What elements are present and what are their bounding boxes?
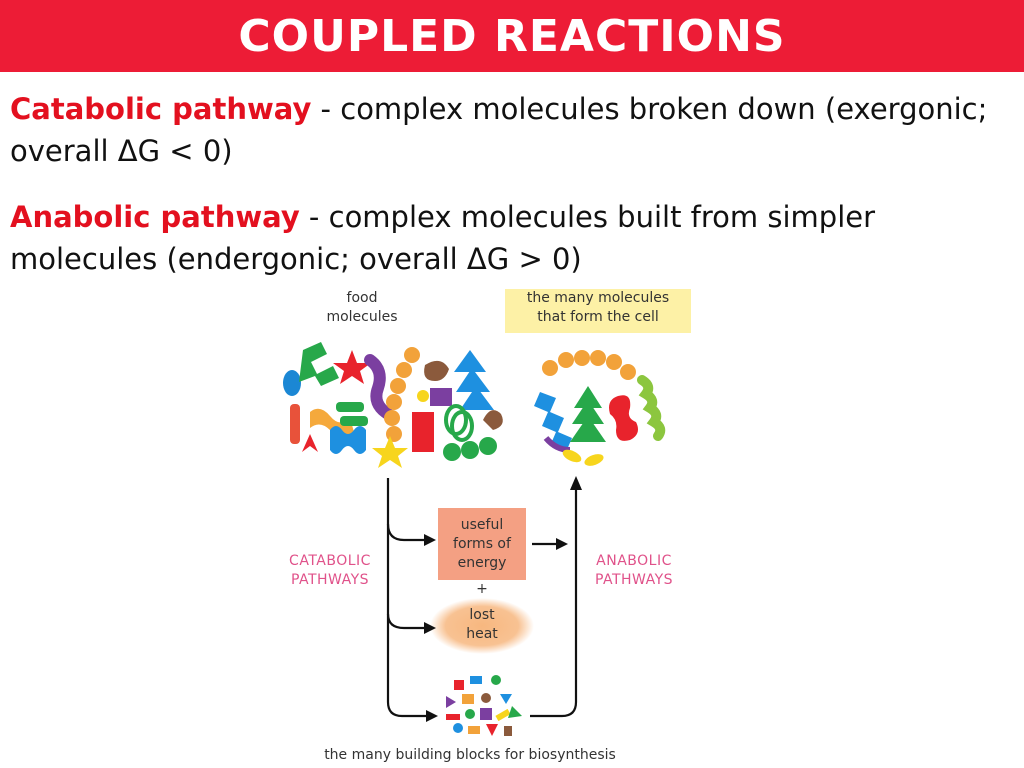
anabolic-term: Anabolic pathway [10, 200, 300, 234]
catabolic-line [386, 478, 430, 718]
food-molecules-cluster [283, 342, 503, 468]
anabolic-pathways-text: ANABOLIC PATHWAYS [594, 553, 674, 588]
catabolic-definition: Catabolic pathway - complex molecules br… [10, 88, 1010, 172]
molecule-purple-curve [364, 354, 394, 420]
cell-red-beads [609, 395, 638, 441]
molecule-red-star [333, 350, 371, 384]
building-blocks-cluster [446, 675, 522, 736]
molecule-green-coil [444, 404, 474, 442]
energy-box: useful forms of energy [438, 508, 526, 580]
molecule-purple-block [430, 388, 452, 406]
title-bar: COUPLED REACTIONS [0, 0, 1024, 72]
lost-heat-text: lost heat [466, 607, 498, 642]
cell-orange-arc [542, 350, 636, 380]
catabolic-description: - complex molecules broken down (exergon… [10, 92, 988, 168]
cell-blue-zigzag [534, 392, 572, 452]
molecule-brown-hook [483, 410, 503, 430]
molecule-red-H [412, 412, 434, 452]
heat-glow [430, 598, 534, 654]
molecule-blue-wave [330, 426, 366, 454]
anabolic-pathways-label: ANABOLIC PATHWAYS [578, 552, 690, 590]
catabolic-pathways-text: CATABOLIC PATHWAYS [289, 553, 371, 588]
cell-molecules-text: the many molecules that form the cell [526, 290, 670, 325]
food-molecules-label: food molecules [318, 289, 406, 327]
cell-green-spring [637, 375, 666, 441]
plus-sign: + [476, 581, 488, 597]
energy-text: useful forms of energy [453, 516, 511, 571]
molecule-green-chain [336, 402, 368, 426]
food-molecules-text: food molecules [326, 290, 398, 325]
molecule-blue-oval [283, 370, 301, 396]
cell-molecules-label: the many molecules that form the cell [505, 289, 691, 333]
arrowhead-energy [424, 534, 436, 546]
molecule-blue-tree [454, 350, 494, 410]
molecule-yellow-star [372, 436, 408, 468]
molecule-brown-blob [424, 360, 449, 381]
arrowheads [424, 476, 582, 722]
branch-energy [386, 523, 428, 542]
flow-arrows [386, 478, 578, 718]
molecule-red-bar [290, 404, 300, 444]
lost-heat-label: lost heat [442, 606, 522, 644]
anabolic-description: - complex molecules built from simpler m… [10, 200, 876, 276]
cell-molecules-cluster [534, 350, 666, 466]
arrowhead-mid [556, 538, 568, 550]
anabolic-definition: Anabolic pathway - complex molecules bui… [10, 196, 1010, 280]
catabolic-pathways-label: CATABOLIC PATHWAYS [270, 552, 390, 590]
catabolic-term: Catabolic pathway [10, 92, 312, 126]
molecule-yellow-dot [417, 390, 429, 402]
arrowhead-heat [424, 622, 436, 634]
molecule-red-arrow [302, 434, 318, 452]
branch-heat [386, 613, 428, 630]
molecule-green-zigzag [299, 342, 339, 386]
arrowhead-blocks [426, 710, 438, 722]
arrowhead-up [570, 476, 582, 490]
slide-title: COUPLED REACTIONS [238, 10, 786, 62]
cell-yellow-leaves [562, 449, 604, 466]
blocks-to-anabolic [530, 486, 578, 718]
molecule-green-dots [443, 437, 497, 461]
building-blocks-label: the many building blocks for biosynthesi… [324, 747, 616, 763]
molecule-orange-dumbbell [310, 408, 354, 437]
cell-green-tree [570, 386, 606, 442]
